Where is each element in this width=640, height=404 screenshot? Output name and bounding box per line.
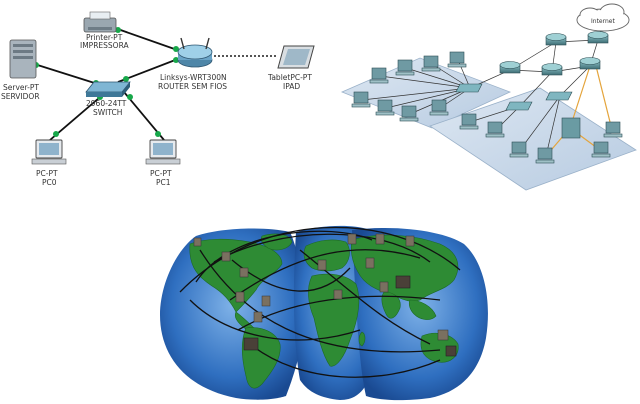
computer-icon: [253, 311, 263, 323]
link-led: [115, 27, 121, 33]
wireless-router-icon: [177, 37, 213, 68]
switch-icon: [505, 101, 533, 111]
pc1-node: PC-PT PC1: [145, 139, 181, 187]
pc0-name-label: PC0: [42, 178, 57, 187]
switch-icon: [545, 91, 573, 101]
pc0-model-label: PC-PT: [36, 169, 58, 178]
link-switch-router: [117, 56, 184, 83]
router-icon: [545, 33, 567, 46]
switch-model-label: 2960-24TT: [86, 99, 127, 108]
router-icon: [541, 63, 563, 76]
internet-cloud-node: Internet: [576, 3, 630, 32]
computer-icon: [239, 267, 249, 278]
topology-diagram: Printer-PT IMPRESSORA Server-PT SERVIDOR: [1, 11, 315, 187]
computer-icon: [591, 141, 611, 158]
router-icon: [587, 31, 609, 44]
computer-icon: [485, 121, 505, 138]
computer-icon: [405, 235, 415, 247]
tablet-name-label: IPAD: [283, 82, 300, 91]
computer-icon: [261, 295, 271, 307]
europe: [303, 239, 350, 272]
switch-name-label: SWITCH: [93, 108, 122, 117]
computer-icon: [395, 275, 411, 289]
switch-icon: [85, 81, 131, 97]
cloud-label: Internet: [591, 18, 615, 25]
pc1-model-label: PC-PT: [150, 169, 172, 178]
printer-model-label: Printer-PT: [86, 33, 123, 42]
computer-icon: [379, 281, 389, 293]
computer-icon: [193, 237, 202, 247]
computer-icon: [509, 141, 529, 158]
computer-icon: [535, 147, 555, 164]
world-map-diagram: [160, 225, 488, 401]
computer-icon: [429, 99, 449, 116]
tablet-icon: [277, 45, 315, 69]
africa: [308, 273, 360, 367]
computer-icon: [369, 67, 389, 84]
computer-icon: [459, 113, 479, 130]
floor-plane-right: [429, 87, 637, 191]
server-name-label: SERVIDOR: [1, 92, 40, 101]
link-led: [173, 46, 179, 52]
link-led: [155, 131, 161, 137]
link-led: [53, 131, 59, 137]
router-icon: [579, 57, 601, 70]
computer-icon: [603, 121, 623, 138]
computer-icon: [437, 329, 449, 341]
link-switch-pc0: [49, 91, 107, 141]
pc1-name-label: PC1: [156, 178, 171, 187]
campus-workstations: [351, 51, 623, 164]
router-model-label: Linksys-WRT300N: [160, 73, 227, 82]
link-server-switch: [27, 61, 105, 87]
computer-icon: [365, 257, 375, 269]
link-led: [173, 57, 179, 63]
computer-icon: [395, 59, 415, 76]
link-printer-router: [111, 26, 184, 53]
computer-icon: [375, 99, 395, 116]
router-icon: [499, 61, 521, 74]
computer-icon: [421, 55, 441, 72]
computer-icon: [333, 289, 343, 300]
tablet-node: TabletPC-PT IPAD: [267, 45, 315, 91]
map-nodes: [193, 233, 457, 357]
asia: [350, 234, 459, 302]
printer-icon: [83, 11, 117, 33]
campus-routers: [455, 31, 609, 139]
madagascar: [358, 331, 366, 347]
link-led: [127, 94, 133, 100]
pc-icon: [31, 139, 67, 165]
cloud-icon: [576, 3, 630, 32]
computer-icon: [375, 233, 385, 245]
computer-icon: [243, 337, 259, 351]
computer-icon: [221, 251, 231, 262]
server-node: Server-PT SERVIDOR: [1, 39, 40, 101]
tablet-model-label: TabletPC-PT: [267, 73, 312, 82]
campus-network-diagram: Internet: [340, 3, 637, 191]
topology-links: [27, 26, 278, 141]
pc-icon: [145, 139, 181, 165]
printer-node: Printer-PT IMPRESSORA: [80, 11, 129, 50]
server-model-label: Server-PT: [3, 83, 39, 92]
printer-name-label: IMPRESSORA: [80, 41, 129, 50]
pc0-node: PC-PT PC0: [31, 139, 67, 187]
computer-icon: [351, 91, 371, 108]
southeast-asia: [408, 299, 437, 320]
switch-node: 2960-24TT SWITCH: [85, 81, 131, 117]
switch-icon: [455, 83, 483, 93]
computer-icon: [447, 51, 467, 68]
computer-icon: [445, 345, 457, 357]
computer-icon: [399, 105, 419, 122]
server-icon: [561, 117, 581, 139]
server-icon: [9, 39, 37, 79]
computer-icon: [317, 259, 327, 271]
north-america: [189, 238, 283, 313]
computer-icon: [235, 291, 245, 303]
router-name-label: ROUTER SEM FIOS: [158, 82, 227, 91]
computer-icon: [347, 233, 357, 245]
wireless-router-node: Linksys-WRT300N ROUTER SEM FIOS: [158, 37, 227, 91]
link-led: [123, 76, 129, 82]
